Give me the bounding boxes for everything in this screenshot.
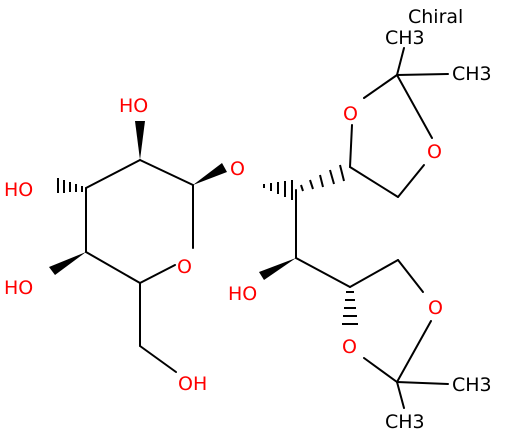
bond-uc4-uo1 — [349, 124, 353, 168]
hash-lower-ring — [342, 291, 358, 325]
wedge-c2-oh — [135, 121, 145, 160]
hash-o-chain — [263, 180, 293, 200]
lower-dioxolane — [342, 259, 449, 409]
bond-lo1-lc2 — [396, 320, 432, 383]
chain-bonds — [259, 164, 351, 288]
hash-chain-upper-ring — [300, 164, 345, 192]
label-o-lower-ring-1: O — [428, 297, 443, 319]
pyranose-substituents — [49, 121, 227, 373]
hash-c3-oh — [57, 178, 83, 193]
label-ch3-upper-2: CH3 — [452, 63, 492, 85]
pyranose-ring — [85, 159, 194, 284]
wedge-c1-o — [193, 163, 227, 185]
wedge-c4-oh — [49, 252, 86, 275]
label-ch3-lower-2: CH3 — [385, 411, 425, 433]
bond-uc2-ch3-2 — [396, 73, 449, 76]
bond-c4-c5 — [85, 251, 141, 284]
label-oh-bottom: OH — [178, 373, 207, 395]
bond-c5-o-ring — [139, 264, 176, 284]
bond-ch2-oh — [139, 345, 177, 373]
label-o-pyranose-ring: O — [177, 256, 192, 278]
chiral-label: Chiral — [408, 6, 463, 28]
label-o-upper-ring-2: O — [427, 141, 442, 163]
wedge-chain-oh — [259, 258, 296, 280]
bond-uo3-uc5 — [397, 164, 425, 198]
label-ch3-lower-1: CH3 — [452, 374, 492, 396]
upper-dioxolane — [349, 47, 449, 198]
label-ho-top: HO — [119, 95, 148, 117]
bond-lc2-ch3-2 — [396, 381, 405, 409]
bond-uc2-ch3-1 — [396, 47, 405, 76]
bond-chain-lower-ring — [295, 257, 351, 288]
label-o-glycosidic: O — [230, 158, 245, 180]
bond-uc5-uc4 — [349, 166, 399, 198]
label-o-lower-ring-2: O — [342, 336, 357, 358]
label-ch3-upper-1: CH3 — [385, 27, 425, 49]
atom-labels: HO HO HO OH HO O O O O O O CH3 CH3 CH3 C… — [4, 27, 492, 433]
bond-lc2-lo3 — [363, 357, 398, 383]
label-ho-middle: HO — [228, 283, 257, 305]
bond-lc4-lc5 — [349, 259, 399, 288]
bond-c2-c3 — [85, 159, 141, 189]
bond-c1-c2 — [139, 159, 194, 186]
bond-lc5-lo1 — [397, 259, 424, 293]
label-ho-left: HO — [4, 179, 33, 201]
bond-lc2-ch3-1 — [396, 381, 449, 385]
bond-uo1-uc2 — [363, 74, 398, 99]
label-ho-lower-left: HO — [4, 277, 33, 299]
bond-uc2-uo3 — [396, 74, 433, 139]
label-o-upper-ring-1: O — [343, 103, 358, 125]
